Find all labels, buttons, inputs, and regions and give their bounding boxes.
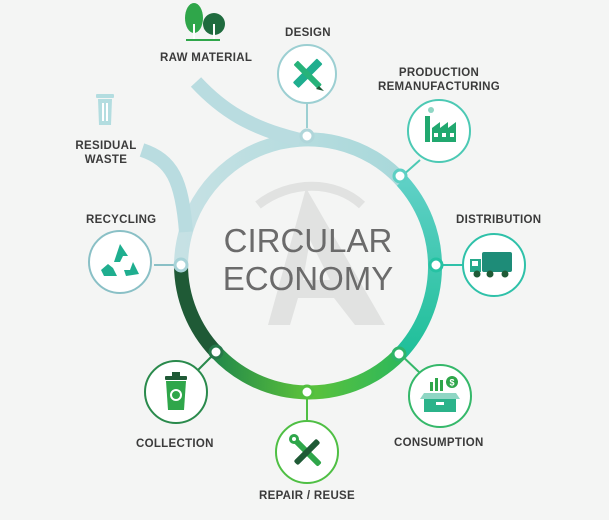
raw-material-inflow <box>190 77 302 147</box>
center-disc <box>190 147 426 383</box>
distribution-label: DISTRIBUTION <box>456 214 542 226</box>
production-label-line2: REMANUFACTURING <box>377 81 501 93</box>
center-title-line2: ECONOMY <box>222 260 394 297</box>
truck-icon <box>470 252 512 278</box>
recycle-icon <box>101 244 139 276</box>
collection-stage-icon-circle <box>144 360 208 424</box>
ring-nodes <box>173 128 444 400</box>
factory-icon <box>425 107 456 142</box>
recycle-bin-icon <box>165 372 187 410</box>
wrench-screwdriver-icon <box>289 434 322 467</box>
design-stage-icon-circle <box>277 44 337 104</box>
recycling-stage-icon-circle <box>88 230 152 294</box>
raw-material-label: RAW MATERIAL <box>160 52 253 64</box>
box-chart-icon: $ <box>420 376 460 412</box>
residual-waste-label-line1: RESIDUAL <box>75 140 137 152</box>
distribution-stage-icon-circle <box>462 233 526 297</box>
watermark-logo-icon <box>255 181 385 325</box>
consumption-stage-icon-circle: $ <box>408 364 472 428</box>
production-stage-icon-circle <box>407 99 471 163</box>
repair-stage-icon-circle <box>275 420 339 484</box>
pencil-ruler-icon <box>293 58 324 91</box>
residual-waste-label-line2: WASTE <box>84 154 128 166</box>
center-title-line1: CIRCULAR <box>223 222 393 259</box>
trash-can-icon <box>96 94 114 125</box>
design-label: DESIGN <box>285 27 331 39</box>
repair-reuse-label: REPAIR / REUSE <box>258 490 356 502</box>
ring-arc-lower-left <box>174 264 222 357</box>
recycling-label: RECYCLING <box>86 214 157 226</box>
production-label-line1: PRODUCTION <box>398 67 480 79</box>
residual-waste-outflow <box>139 143 193 233</box>
svg-text:$: $ <box>449 378 454 388</box>
trees-icon <box>185 3 225 41</box>
consumption-label: CONSUMPTION <box>394 437 484 449</box>
collection-label: COLLECTION <box>136 438 214 450</box>
